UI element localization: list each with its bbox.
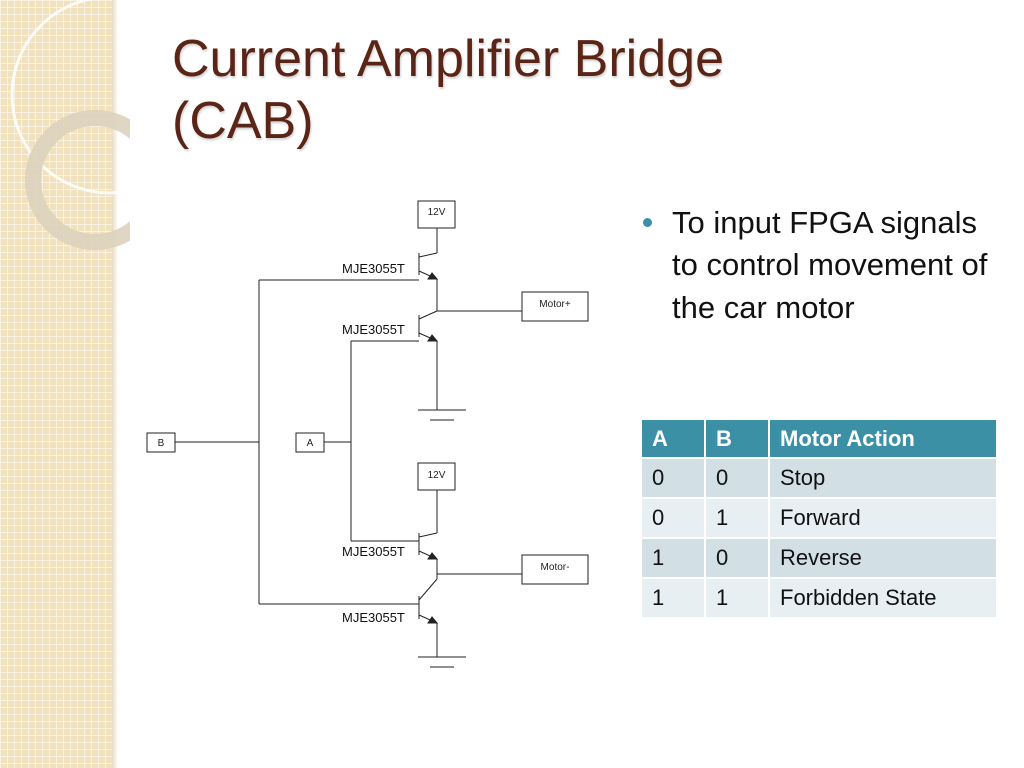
table-cell: 0: [642, 499, 704, 537]
table-cell: 1: [642, 539, 704, 577]
table-cell: Stop: [770, 459, 996, 497]
title-line-2: (CAB): [172, 92, 314, 151]
table-row: 1 1 Forbidden State: [642, 579, 996, 617]
table-cell: Forbidden State: [770, 579, 996, 617]
truth-table: A B Motor Action 0 0 Stop 0 1 Forward 1 …: [640, 418, 998, 619]
table-cell: 1: [706, 499, 768, 537]
supply-label-top: 12V: [428, 207, 446, 218]
header-motor-action: Motor Action: [770, 420, 996, 457]
transistor-label-q3: MJE3055T: [342, 544, 405, 559]
input-a-label: A: [307, 438, 314, 449]
supply-label-bottom: 12V: [428, 470, 446, 481]
table-cell: 0: [642, 459, 704, 497]
title-line-1: Current Amplifier Bridge: [172, 30, 724, 88]
transistor-label-q2: MJE3055T: [342, 322, 405, 337]
bullet-dot-icon: [643, 218, 652, 227]
table-cell: Forward: [770, 499, 996, 537]
table-row: 0 0 Stop: [642, 459, 996, 497]
decorative-circles: [10, 0, 130, 250]
motor-minus-box: [521, 554, 589, 585]
bullet-text: To input FPGA signals to control movemen…: [672, 205, 988, 325]
header-a: A: [642, 420, 704, 457]
table-cell: 1: [642, 579, 704, 617]
table-cell: 1: [706, 579, 768, 617]
transistor-label-q1: MJE3055T: [342, 261, 405, 276]
table-row: 0 1 Forward: [642, 499, 996, 537]
table-cell: Reverse: [770, 539, 996, 577]
table-cell: 0: [706, 539, 768, 577]
table-header-row: A B Motor Action: [642, 420, 996, 457]
header-b: B: [706, 420, 768, 457]
bullet-item: To input FPGA signals to control movemen…: [640, 202, 1010, 329]
circuit-diagram: 12V 12V Motor+ Motor- B A MJE3055T MJE30…: [146, 200, 589, 668]
table-row: 1 0 Reverse: [642, 539, 996, 577]
motor-plus-label: Motor+: [539, 299, 571, 310]
slide-title: Current Amplifier Bridge (CAB): [172, 28, 892, 153]
input-b-label: B: [158, 438, 165, 449]
transistor-label-q4: MJE3055T: [342, 610, 405, 625]
bullet-list: To input FPGA signals to control movemen…: [640, 202, 1010, 329]
motor-minus-label: Motor-: [541, 562, 570, 573]
motor-plus-box: [521, 291, 589, 322]
side-band-edge: [112, 0, 118, 768]
table-cell: 0: [706, 459, 768, 497]
